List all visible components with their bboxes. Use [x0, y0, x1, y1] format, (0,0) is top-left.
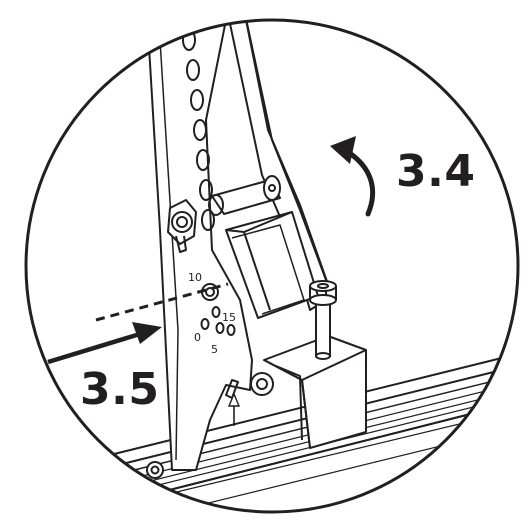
pivot-bolt — [250, 372, 274, 396]
adjust-hole — [186, 59, 200, 81]
step-label-push: 3.5 — [80, 364, 160, 415]
scale-mark-15: 15 — [222, 311, 236, 324]
adjust-hole — [196, 149, 210, 171]
side-knob — [167, 199, 197, 253]
scale-mark-10: 10 — [188, 271, 202, 284]
clamp-block — [263, 280, 367, 449]
scale-mark-0: 0 — [194, 331, 201, 344]
push-arrow-icon — [47, 282, 229, 365]
callout-circle — [24, 18, 520, 514]
step-label-rotate: 3.4 — [396, 146, 476, 197]
adjust-hole — [199, 179, 213, 201]
rail-screw — [146, 461, 164, 479]
scale-mark-5: 5 — [211, 343, 218, 356]
adjust-hole — [201, 209, 215, 231]
adjust-hole — [193, 119, 207, 141]
pivot-axle — [208, 175, 281, 216]
rotate-arrow-icon — [330, 136, 376, 217]
front-upright — [147, 20, 274, 471]
adjust-hole — [190, 89, 204, 111]
small-up-arrow-icon — [227, 392, 241, 426]
hinge-block — [225, 211, 319, 319]
